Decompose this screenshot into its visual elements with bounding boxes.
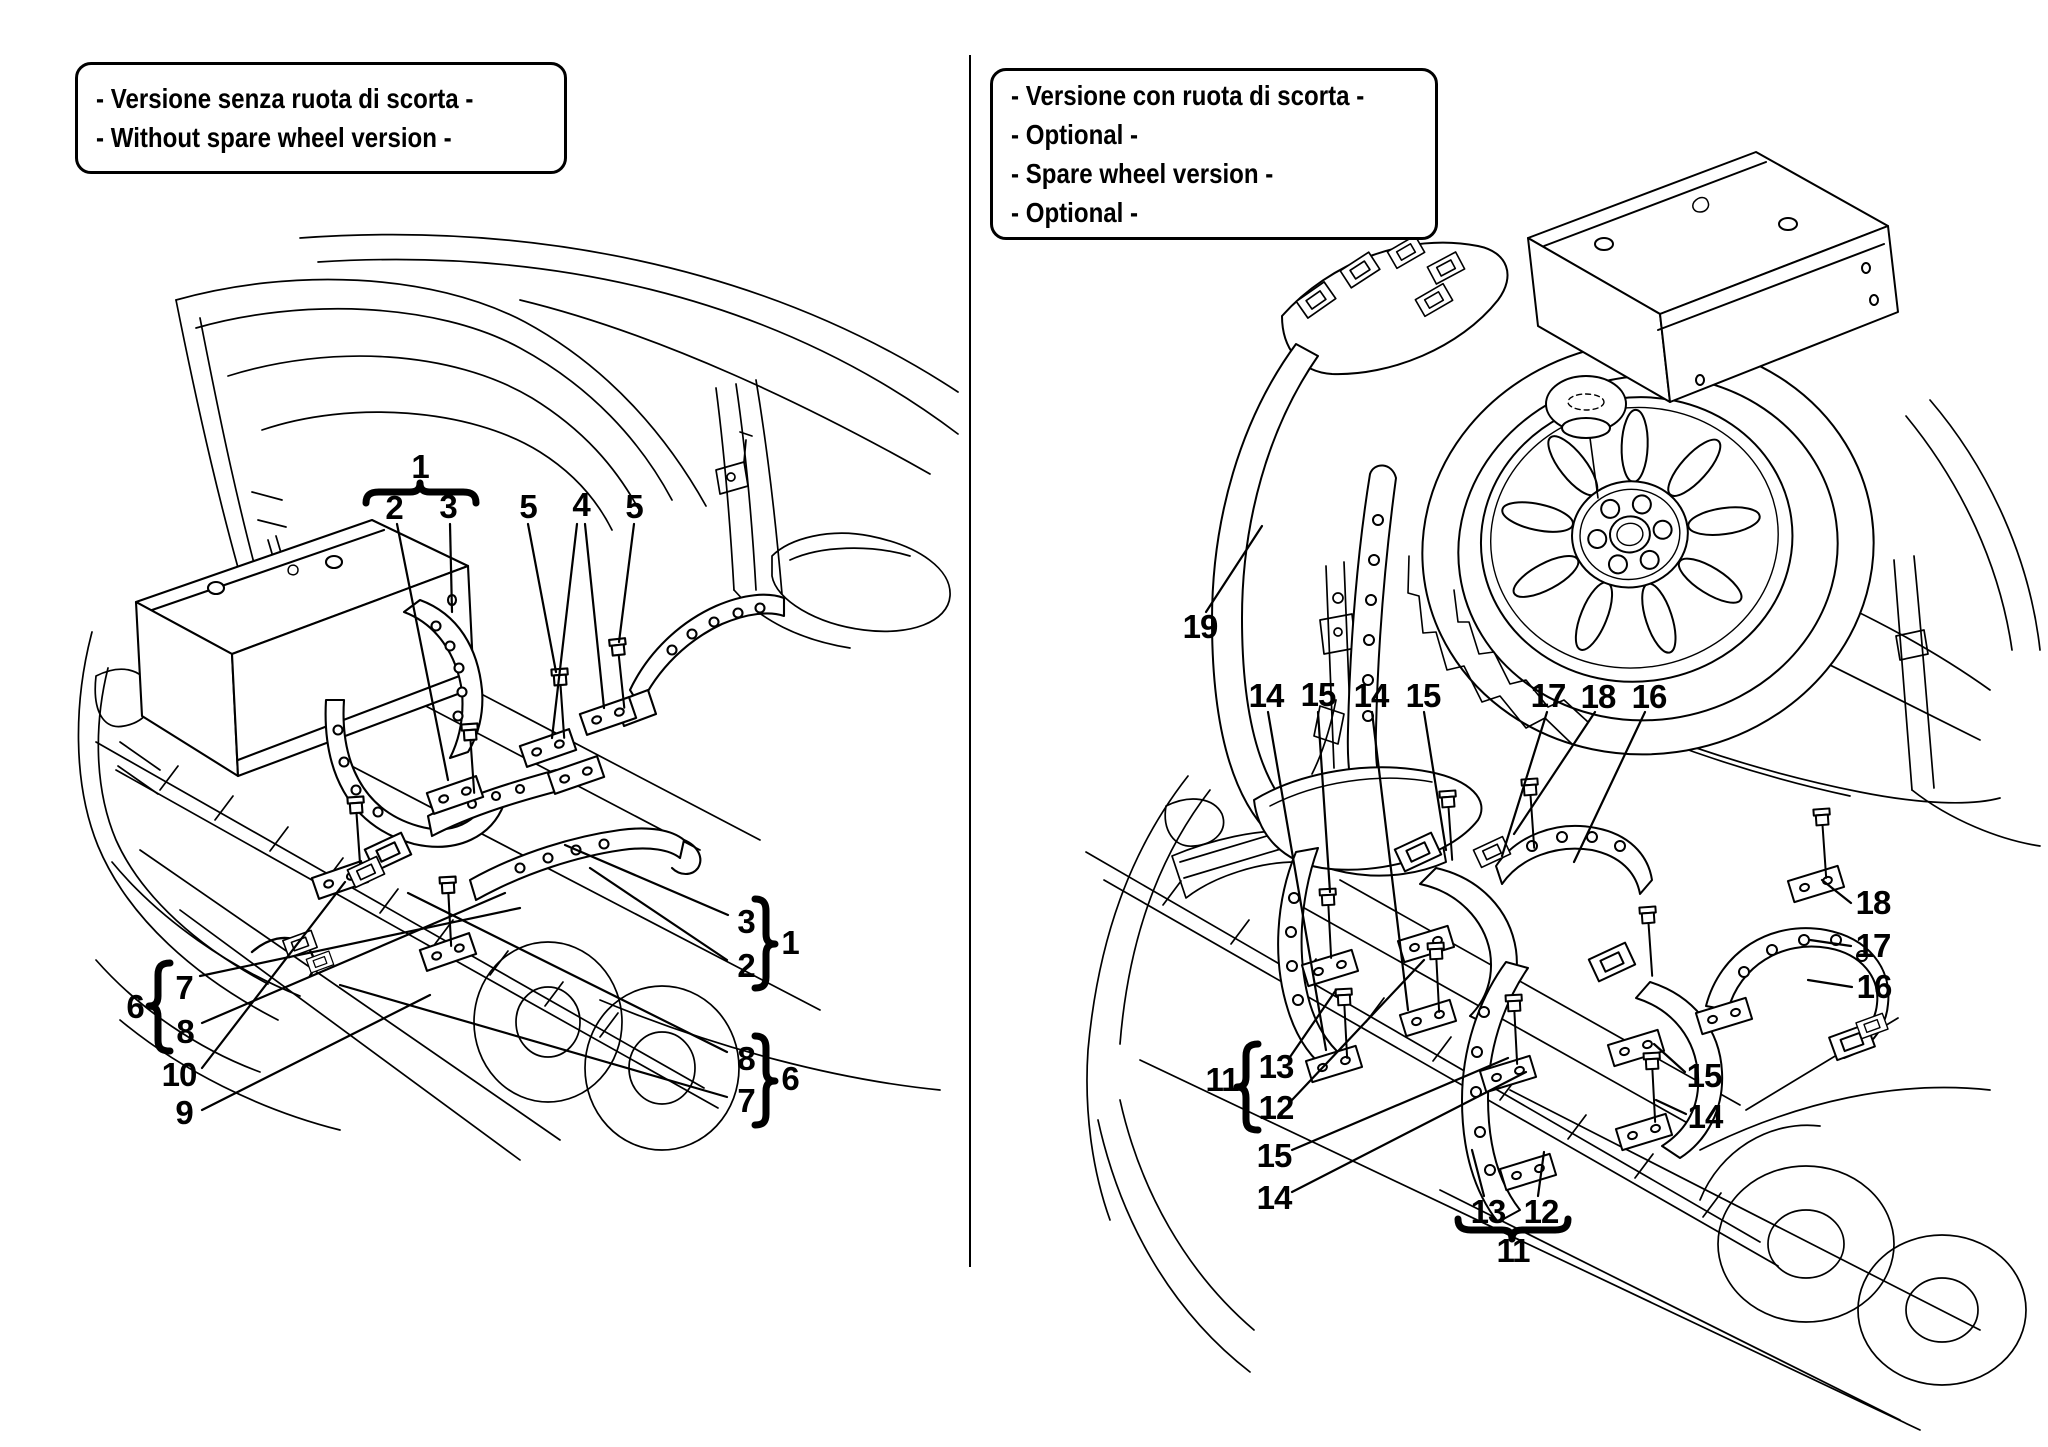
callout-1: 1 [781, 924, 799, 961]
callout-10: 10 [161, 1056, 198, 1093]
left-caption-box: - Versione senza ruota di scorta - - Wit… [75, 62, 567, 174]
callout-15: 15 [1300, 676, 1337, 713]
callout-18: 18 [1855, 884, 1892, 921]
callout-11: 11 [1205, 1061, 1240, 1098]
callout-8: 8 [176, 1013, 194, 1050]
callout-8: 8 [737, 1040, 755, 1077]
callout-15: 15 [1405, 677, 1442, 714]
left-caption-line-en: - Without spare wheel version - [96, 122, 452, 153]
right-caption-box: - Versione con ruota di scorta - - Optio… [990, 68, 1438, 240]
callout-3: 3 [439, 488, 457, 525]
callout-19: 19 [1182, 608, 1219, 645]
leader-lines [198, 522, 1854, 1198]
callout-7: 7 [175, 969, 193, 1006]
callout-5: 5 [625, 488, 643, 525]
callout-17: 17 [1855, 927, 1892, 964]
callout-14: 14 [1353, 677, 1390, 714]
callout-11: 11 [1496, 1232, 1531, 1269]
callout-4: 4 [572, 486, 590, 523]
left-caption-line-it: - Versione senza ruota di scorta - [96, 83, 474, 114]
right-caption-line-optional-2: - Optional - [1011, 197, 1139, 228]
callout-12: 12 [1523, 1193, 1560, 1230]
callout-14: 14 [1687, 1098, 1724, 1135]
right-figure-parts-art [1211, 151, 1899, 1223]
callout-16: 16 [1631, 678, 1668, 715]
callout-18: 18 [1580, 678, 1617, 715]
callout-braces [145, 479, 1572, 1243]
callout-17: 17 [1530, 677, 1567, 714]
right-caption-line-en: - Spare wheel version - [1011, 158, 1274, 189]
left-figure-parts-art [134, 518, 786, 978]
callout-2: 2 [737, 947, 755, 984]
callout-16: 16 [1856, 968, 1893, 1005]
callout-12: 12 [1258, 1089, 1295, 1126]
callout-14: 14 [1248, 677, 1285, 714]
callout-5: 5 [519, 488, 537, 525]
callout-2: 2 [385, 489, 403, 526]
callout-6: 6 [781, 1060, 799, 1097]
callout-13: 13 [1258, 1048, 1295, 1085]
callout-13: 13 [1470, 1193, 1507, 1230]
callout-7: 7 [737, 1082, 755, 1119]
callout-15: 15 [1256, 1137, 1293, 1174]
callout-1: 1 [411, 448, 429, 485]
right-caption-line-it: - Versione con ruota di scorta - [1011, 80, 1365, 111]
callout-6: 6 [126, 988, 144, 1025]
callout-3: 3 [737, 903, 755, 940]
callout-14: 14 [1256, 1179, 1293, 1216]
callout-9: 9 [175, 1094, 193, 1131]
right-caption-line-optional-1: - Optional - [1011, 119, 1139, 150]
callout-15: 15 [1686, 1057, 1723, 1094]
